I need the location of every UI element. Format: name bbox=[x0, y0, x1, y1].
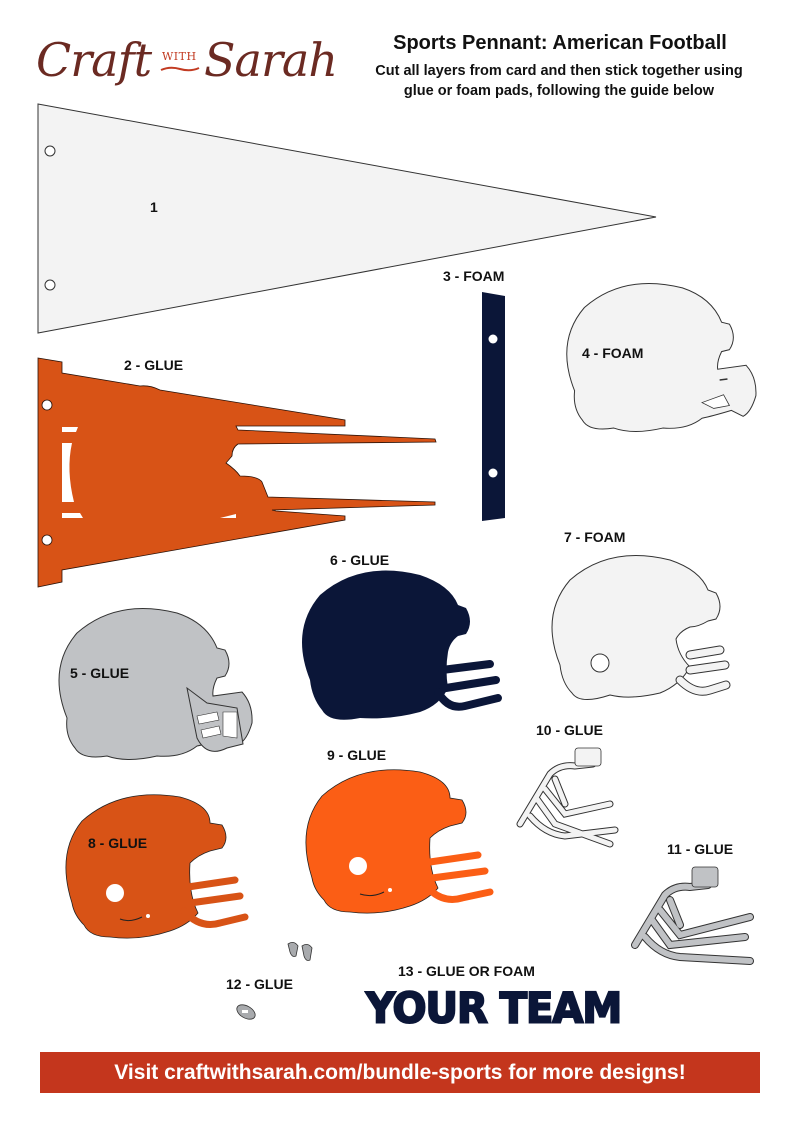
piece-2-pennant-cutout bbox=[37, 357, 437, 588]
piece-6-label: 6 - GLUE bbox=[330, 552, 390, 568]
piece-7-helmet-outline bbox=[551, 555, 731, 700]
piece-11-facemask-grey bbox=[631, 866, 754, 965]
piece-9-label: 9 - GLUE bbox=[327, 747, 387, 763]
piece-3-label: 3 - FOAM bbox=[443, 268, 505, 284]
logo-with-text: WITH bbox=[162, 50, 197, 63]
piece-8-label: 8 - GLUE bbox=[88, 835, 148, 851]
piece-1-pennant-base bbox=[37, 103, 657, 334]
piece-13-label: 13 - GLUE OR FOAM bbox=[398, 963, 535, 979]
piece-10-label: 10 - GLUE bbox=[536, 722, 603, 738]
logo: Craft WITH Sarah bbox=[36, 28, 338, 92]
piece-8-helmet-orange bbox=[65, 794, 249, 939]
piece-12-label: 12 - GLUE bbox=[226, 976, 293, 992]
your-team-text: YOUR TEAM bbox=[365, 984, 623, 1034]
piece-6-helmet-navy bbox=[302, 570, 502, 720]
website-banner[interactable]: Visit craftwithsarah.com/bundle-sports f… bbox=[40, 1052, 760, 1093]
logo-sarah-text: Sarah bbox=[204, 33, 338, 87]
piece-1-label: 1 bbox=[150, 199, 158, 215]
piece-4-label: 4 - FOAM bbox=[582, 345, 644, 361]
piece-7-label: 7 - FOAM bbox=[564, 529, 626, 545]
piece-2-label: 2 - GLUE bbox=[124, 357, 184, 373]
piece-5-helmet-grey bbox=[58, 608, 253, 760]
instructions: Cut all layers from card and then stick … bbox=[324, 61, 794, 101]
piece-5-label: 5 - GLUE bbox=[70, 665, 130, 681]
piece-10-facemask-white bbox=[516, 747, 619, 848]
instructions-line-2: glue or foam pads, following the guide b… bbox=[403, 83, 715, 99]
piece-9-helmet-bright-orange bbox=[305, 769, 494, 914]
piece-11-label: 11 - GLUE bbox=[667, 841, 734, 857]
piece-3-pole-strip bbox=[482, 292, 505, 521]
logo-craft-text: Craft bbox=[36, 33, 152, 87]
piece-12-clips bbox=[236, 942, 313, 1020]
swoosh-icon bbox=[160, 66, 200, 72]
piece-4-helmet-shell bbox=[566, 282, 757, 432]
instructions-line-1: Cut all layers from card and then stick … bbox=[375, 63, 743, 79]
page-title: Sports Pennant: American Football bbox=[393, 32, 727, 54]
